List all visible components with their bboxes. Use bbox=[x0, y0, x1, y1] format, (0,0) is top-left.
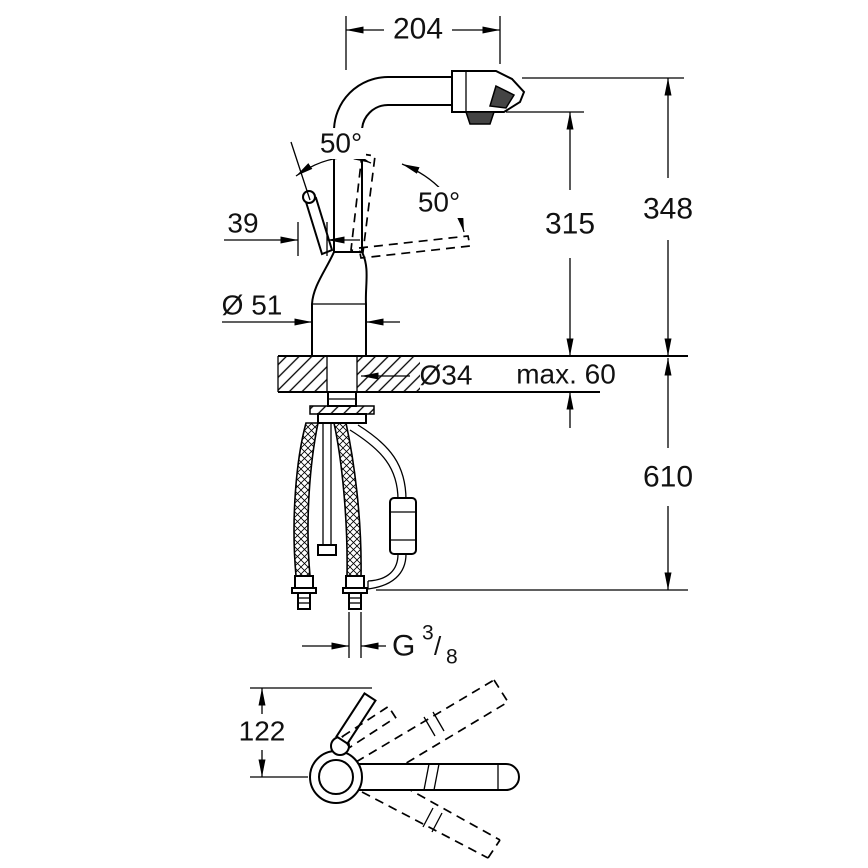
thread-label-denominator: 8 bbox=[446, 646, 458, 669]
equal-angle-ticks bbox=[422, 711, 445, 833]
dim-handle-width: 39 bbox=[224, 208, 360, 256]
lever-top-view-dashed bbox=[341, 705, 397, 749]
swivel-spout-dashed-up-cap bbox=[493, 679, 509, 703]
dim-body-diameter: Ø 51 bbox=[222, 290, 400, 326]
dim-51-label: Ø 51 bbox=[222, 290, 283, 321]
fitting-crimp bbox=[345, 575, 365, 589]
dim-204-label: 204 bbox=[393, 13, 443, 46]
swivel-spout-dashed-up bbox=[367, 701, 509, 787]
lever-top-view bbox=[335, 692, 377, 745]
pullout-hose-loop bbox=[367, 553, 399, 582]
tick bbox=[423, 763, 430, 791]
dim-total-height: 348 bbox=[522, 77, 693, 356]
label-mask bbox=[316, 128, 366, 159]
tick bbox=[433, 763, 440, 791]
swivel-spout-dashed-up bbox=[355, 679, 495, 763]
swivel-spout-dashed-down bbox=[361, 791, 489, 859]
supply-hose-right bbox=[333, 422, 362, 577]
angle-back-label: 50° bbox=[320, 128, 362, 159]
dim-315-label: 315 bbox=[545, 208, 595, 241]
under-counter-assembly bbox=[291, 391, 417, 610]
pullout-hose-loop bbox=[367, 553, 407, 590]
spray-head bbox=[451, 70, 526, 113]
countertop bbox=[277, 355, 688, 393]
dim-height-to-spout: 315 bbox=[506, 111, 595, 356]
dim-610-label: 610 bbox=[643, 461, 693, 494]
dim-122-label: 122 bbox=[239, 716, 286, 747]
dim-connection-thread: G 3 / 8 bbox=[302, 612, 458, 669]
fitting-thread bbox=[297, 592, 311, 610]
dim-spout-reach: 204 bbox=[345, 13, 501, 70]
tick bbox=[431, 812, 443, 833]
angle-front-label: 50° bbox=[418, 187, 460, 218]
fitting-crimp bbox=[294, 575, 314, 589]
body-circle-inner bbox=[318, 759, 354, 795]
faucet-top-view bbox=[309, 679, 520, 859]
swivel-spout-dashed-down-cap bbox=[487, 839, 501, 859]
tick bbox=[422, 807, 434, 828]
tick bbox=[432, 711, 445, 732]
supply-hose-left bbox=[293, 422, 319, 577]
fitting-thread bbox=[348, 592, 362, 610]
dim-swivel-view-height: 122 bbox=[239, 687, 372, 778]
hose-fitting-left bbox=[291, 575, 317, 610]
spout-top-view bbox=[351, 763, 520, 791]
dim-348-label: 348 bbox=[643, 193, 693, 226]
dim-39-label: 39 bbox=[227, 208, 258, 239]
spray-outlet bbox=[464, 111, 496, 125]
pullout-hose-loop bbox=[349, 429, 399, 501]
pullout-hose-cap bbox=[317, 544, 337, 556]
thread-label-g: G bbox=[392, 630, 415, 663]
lever-handle-dashed-forward bbox=[357, 235, 472, 259]
spout-outer-contour bbox=[333, 76, 452, 252]
spout-inner-contour bbox=[361, 104, 452, 252]
spray-head-nose bbox=[489, 84, 516, 109]
counter-section-left bbox=[278, 356, 327, 392]
mounting-nut bbox=[317, 413, 367, 424]
thread-label-slash: / bbox=[434, 631, 442, 661]
mounting-washer bbox=[309, 405, 375, 415]
lever-angle-dims: 50° 50° bbox=[290, 128, 465, 233]
thread-label-numerator: 3 bbox=[422, 622, 434, 645]
hose-fitting-right bbox=[342, 575, 368, 610]
pullout-hose-loop bbox=[357, 424, 407, 501]
dim-max60-label: max. 60 bbox=[516, 359, 616, 390]
tick bbox=[423, 716, 436, 737]
lever-handle bbox=[304, 196, 334, 256]
dim-max-deck-thickness: max. 60 bbox=[516, 359, 616, 428]
dim-hose-length: 610 bbox=[376, 358, 693, 591]
dim-hole-diameter: Ø34 bbox=[361, 360, 472, 391]
counter-section-right bbox=[357, 356, 420, 392]
dim-34-label: Ø34 bbox=[420, 360, 473, 391]
angle-leg bbox=[290, 141, 311, 201]
hose-weight bbox=[389, 497, 417, 555]
label-mask bbox=[413, 187, 465, 218]
